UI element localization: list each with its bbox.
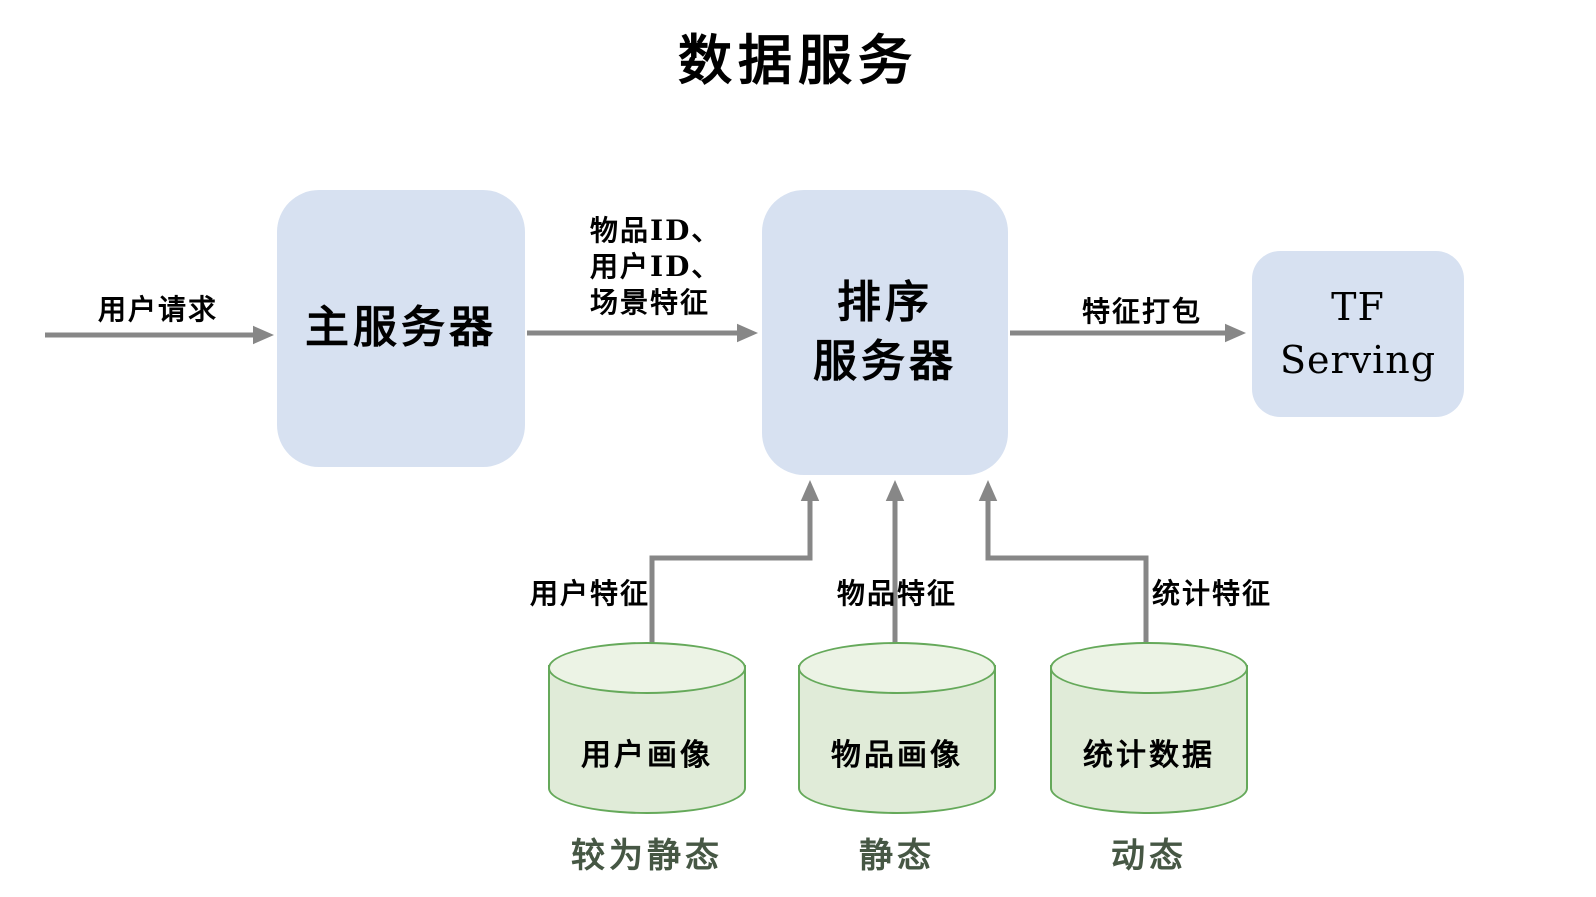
edge-label-feature-pack: 特征打包 <box>1081 295 1202 328</box>
database-stat-data-label: 统计数据 <box>1083 738 1215 773</box>
cylinder-top <box>548 642 746 694</box>
rank-server-label-line1: 排序 <box>837 277 933 329</box>
tf-serving-label-line1: TF <box>1331 284 1385 329</box>
arrow-user-feature-connector <box>649 480 820 643</box>
diagram-title: 数据服务 <box>678 28 918 92</box>
node-rank-server: 排序 服务器 <box>762 190 1008 475</box>
edge-label-scene-feature: 场景特征 <box>590 286 711 319</box>
rank-server-label-line2: 服务器 <box>813 335 957 387</box>
database-item-profile-label: 物品画像 <box>831 738 963 773</box>
database-item-profile: 物品画像 <box>798 642 996 814</box>
edge-label-item-user-scene: 物品ID、 用户ID、 场景特征 <box>590 213 721 321</box>
annotation-item-profile: 静态 <box>859 836 935 876</box>
arrow-stat-feature-connector <box>978 480 1149 643</box>
node-main-server: 主服务器 <box>277 190 525 467</box>
annotation-user-profile: 较为静态 <box>571 836 723 876</box>
database-stat-data: 统计数据 <box>1050 642 1248 814</box>
database-user-profile: 用户画像 <box>548 642 746 814</box>
database-user-profile-label: 用户画像 <box>581 738 713 773</box>
node-tf-serving: TF Serving <box>1252 251 1464 417</box>
annotation-stat-data: 动态 <box>1111 836 1187 876</box>
cylinder-body <box>798 665 996 814</box>
edge-label-stat-feature: 统计特征 <box>1152 577 1273 610</box>
edge-label-user-feature: 用户特征 <box>529 577 650 610</box>
cylinder-top <box>1050 642 1248 694</box>
edge-label-item-feature: 物品特征 <box>836 577 957 610</box>
cylinder-top <box>798 642 996 694</box>
tf-serving-label-line2: Serving <box>1279 338 1437 382</box>
edge-label-item-id: 物品ID、 <box>590 214 722 247</box>
edge-label-user-id: 用户ID、 <box>590 250 722 283</box>
main-server-label: 主服务器 <box>305 302 497 354</box>
edge-label-user-request: 用户请求 <box>97 293 218 326</box>
